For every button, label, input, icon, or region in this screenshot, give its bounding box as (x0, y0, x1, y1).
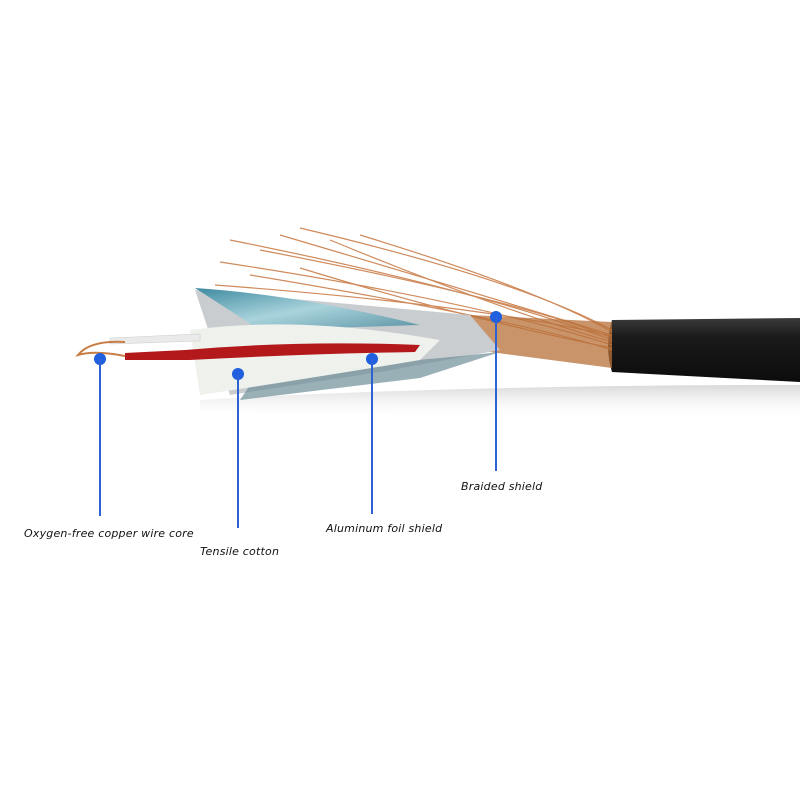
copper-core-tip (75, 340, 126, 357)
callout-line-copper-core (99, 359, 101, 516)
label-tensile-cotton: Tensile cotton (200, 545, 280, 558)
callout-line-tensile-cotton (237, 374, 239, 528)
outer-jacket (608, 318, 800, 382)
callout-line-braided-shield (495, 317, 497, 471)
tensile-cotton (190, 324, 440, 395)
cable-shadow (200, 385, 800, 420)
label-braided-shield: Braided shield (461, 480, 543, 493)
label-copper-core: Oxygen-free copper wire core (24, 527, 194, 540)
label-aluminum-foil: Aluminum foil shield (326, 522, 443, 535)
braid-bundle (470, 315, 612, 368)
callout-line-aluminum-foil (371, 359, 373, 514)
red-conductor (125, 343, 420, 360)
